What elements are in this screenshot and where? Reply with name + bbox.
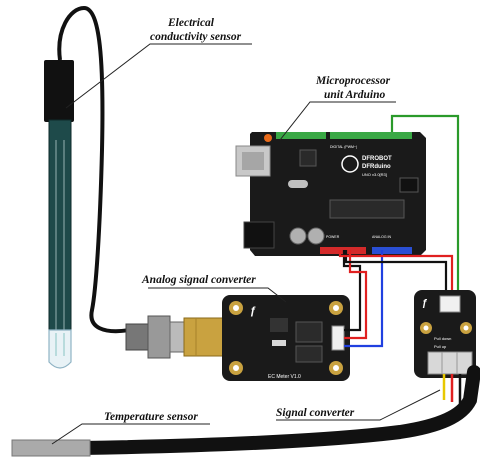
ec-meter-resistor (272, 340, 286, 346)
ec-meter-chip-1 (270, 318, 288, 332)
sc-logo: ƒ (422, 298, 428, 309)
arduino-board: DFROBOT DFRduino UNO v3.0[R3] DIGITAL (P… (235, 132, 426, 256)
arduino-analog-label: ANALOG IN (372, 235, 392, 239)
temperature-sensor-cable (73, 365, 480, 455)
arduino-brand-line2: DFRduino (362, 164, 391, 170)
temperature-sensor (11, 365, 480, 457)
bnc-ring-2 (169, 321, 185, 353)
wire-ec-blue (344, 250, 384, 348)
ec-sensor-cable-top (57, 5, 131, 334)
sc-mount-hole-bl-in (423, 325, 429, 331)
ec-sensor (44, 5, 131, 369)
sc-pull-down-label: Pull down (434, 336, 451, 341)
arduino-reset-button (264, 134, 272, 142)
sc-pull-up-label: Pull up (434, 344, 447, 349)
arduino-brand-line3: UNO v3.0[R3] (362, 172, 387, 177)
arduino-analog-header (372, 247, 412, 254)
arduino-power-jack (243, 221, 275, 249)
ec-meter-mount-hole-bl-in (233, 365, 239, 371)
arduino-atmega-chip (329, 199, 405, 219)
ec-meter-silk-label: EC Meter V1.0 (268, 374, 301, 380)
sc-mount-hole-tr-in (463, 325, 469, 331)
wire-sc-green (390, 114, 460, 300)
label-analog-converter: Analog signal converter (141, 274, 256, 286)
sc-terminal-block (427, 351, 473, 375)
ec-meter-header (331, 325, 345, 351)
ec-meter-wires (342, 250, 384, 348)
leader-ec-sensor (65, 43, 252, 109)
ec-meter-mount-hole-tl-in (233, 305, 239, 311)
wire-ec-red (344, 250, 368, 340)
arduino-dfrobot-logo (341, 155, 359, 173)
wire-ec-black (342, 250, 362, 332)
label-signal-converter: Signal converter (276, 407, 355, 419)
bnc-ring (147, 315, 171, 359)
arduino-digital-header-a (276, 132, 326, 139)
leader-lines (51, 43, 441, 445)
label-ec-sensor-line2: conductivity sensor (150, 31, 242, 43)
arduino-usb-chip (299, 149, 317, 167)
arduino-power-label: POWER (326, 235, 340, 239)
ec-meter-mount-hole-br-in (333, 365, 339, 371)
signal-converter-board: ƒ Pull down Pull up (414, 290, 476, 378)
arduino-usb-inner (242, 152, 264, 170)
sc-header (439, 295, 461, 313)
bnc-plug (125, 323, 149, 351)
arduino-digital-label: DIGITAL (PWM~) (330, 145, 357, 149)
label-temperature-sensor: Temperature sensor (104, 411, 198, 423)
leader-signal-converter (276, 389, 441, 421)
arduino-capacitor-1 (289, 227, 307, 245)
ec-meter-mount-hole-tr-in (333, 305, 339, 311)
leader-arduino (279, 101, 396, 141)
arduino-icsp-1 (399, 177, 419, 193)
leader-temperature (51, 423, 210, 445)
label-micro-line1: Microprocessor (315, 75, 391, 87)
label-ec-sensor-line1: Electrical (167, 17, 215, 29)
temperature-sensor-tip (11, 439, 91, 457)
signal-converter-wires (338, 114, 460, 300)
ec-meter-chip-2 (295, 321, 323, 343)
arduino-crystal (288, 180, 308, 188)
ec-sensor-tip-inner (55, 333, 65, 356)
wire-sc-red (338, 250, 454, 300)
leader-analog-converter (148, 287, 287, 303)
ec-meter-chip-3 (295, 345, 323, 363)
arduino-capacitor-2 (307, 227, 325, 245)
arduino-digital-header-b (330, 132, 412, 139)
ec-meter-board: ƒ EC Meter V1.0 (222, 295, 350, 381)
bnc-connector (125, 315, 235, 359)
arduino-pcb (250, 132, 426, 256)
ec-meter-logo: ƒ (250, 305, 256, 317)
arduino-brand-line1: DFROBOT (362, 156, 392, 162)
ec-sensor-tip (48, 329, 72, 369)
ec-sensor-cap (44, 60, 74, 122)
ec-sensor-body (48, 119, 72, 333)
label-micro-line2: unit Arduino (324, 89, 386, 101)
